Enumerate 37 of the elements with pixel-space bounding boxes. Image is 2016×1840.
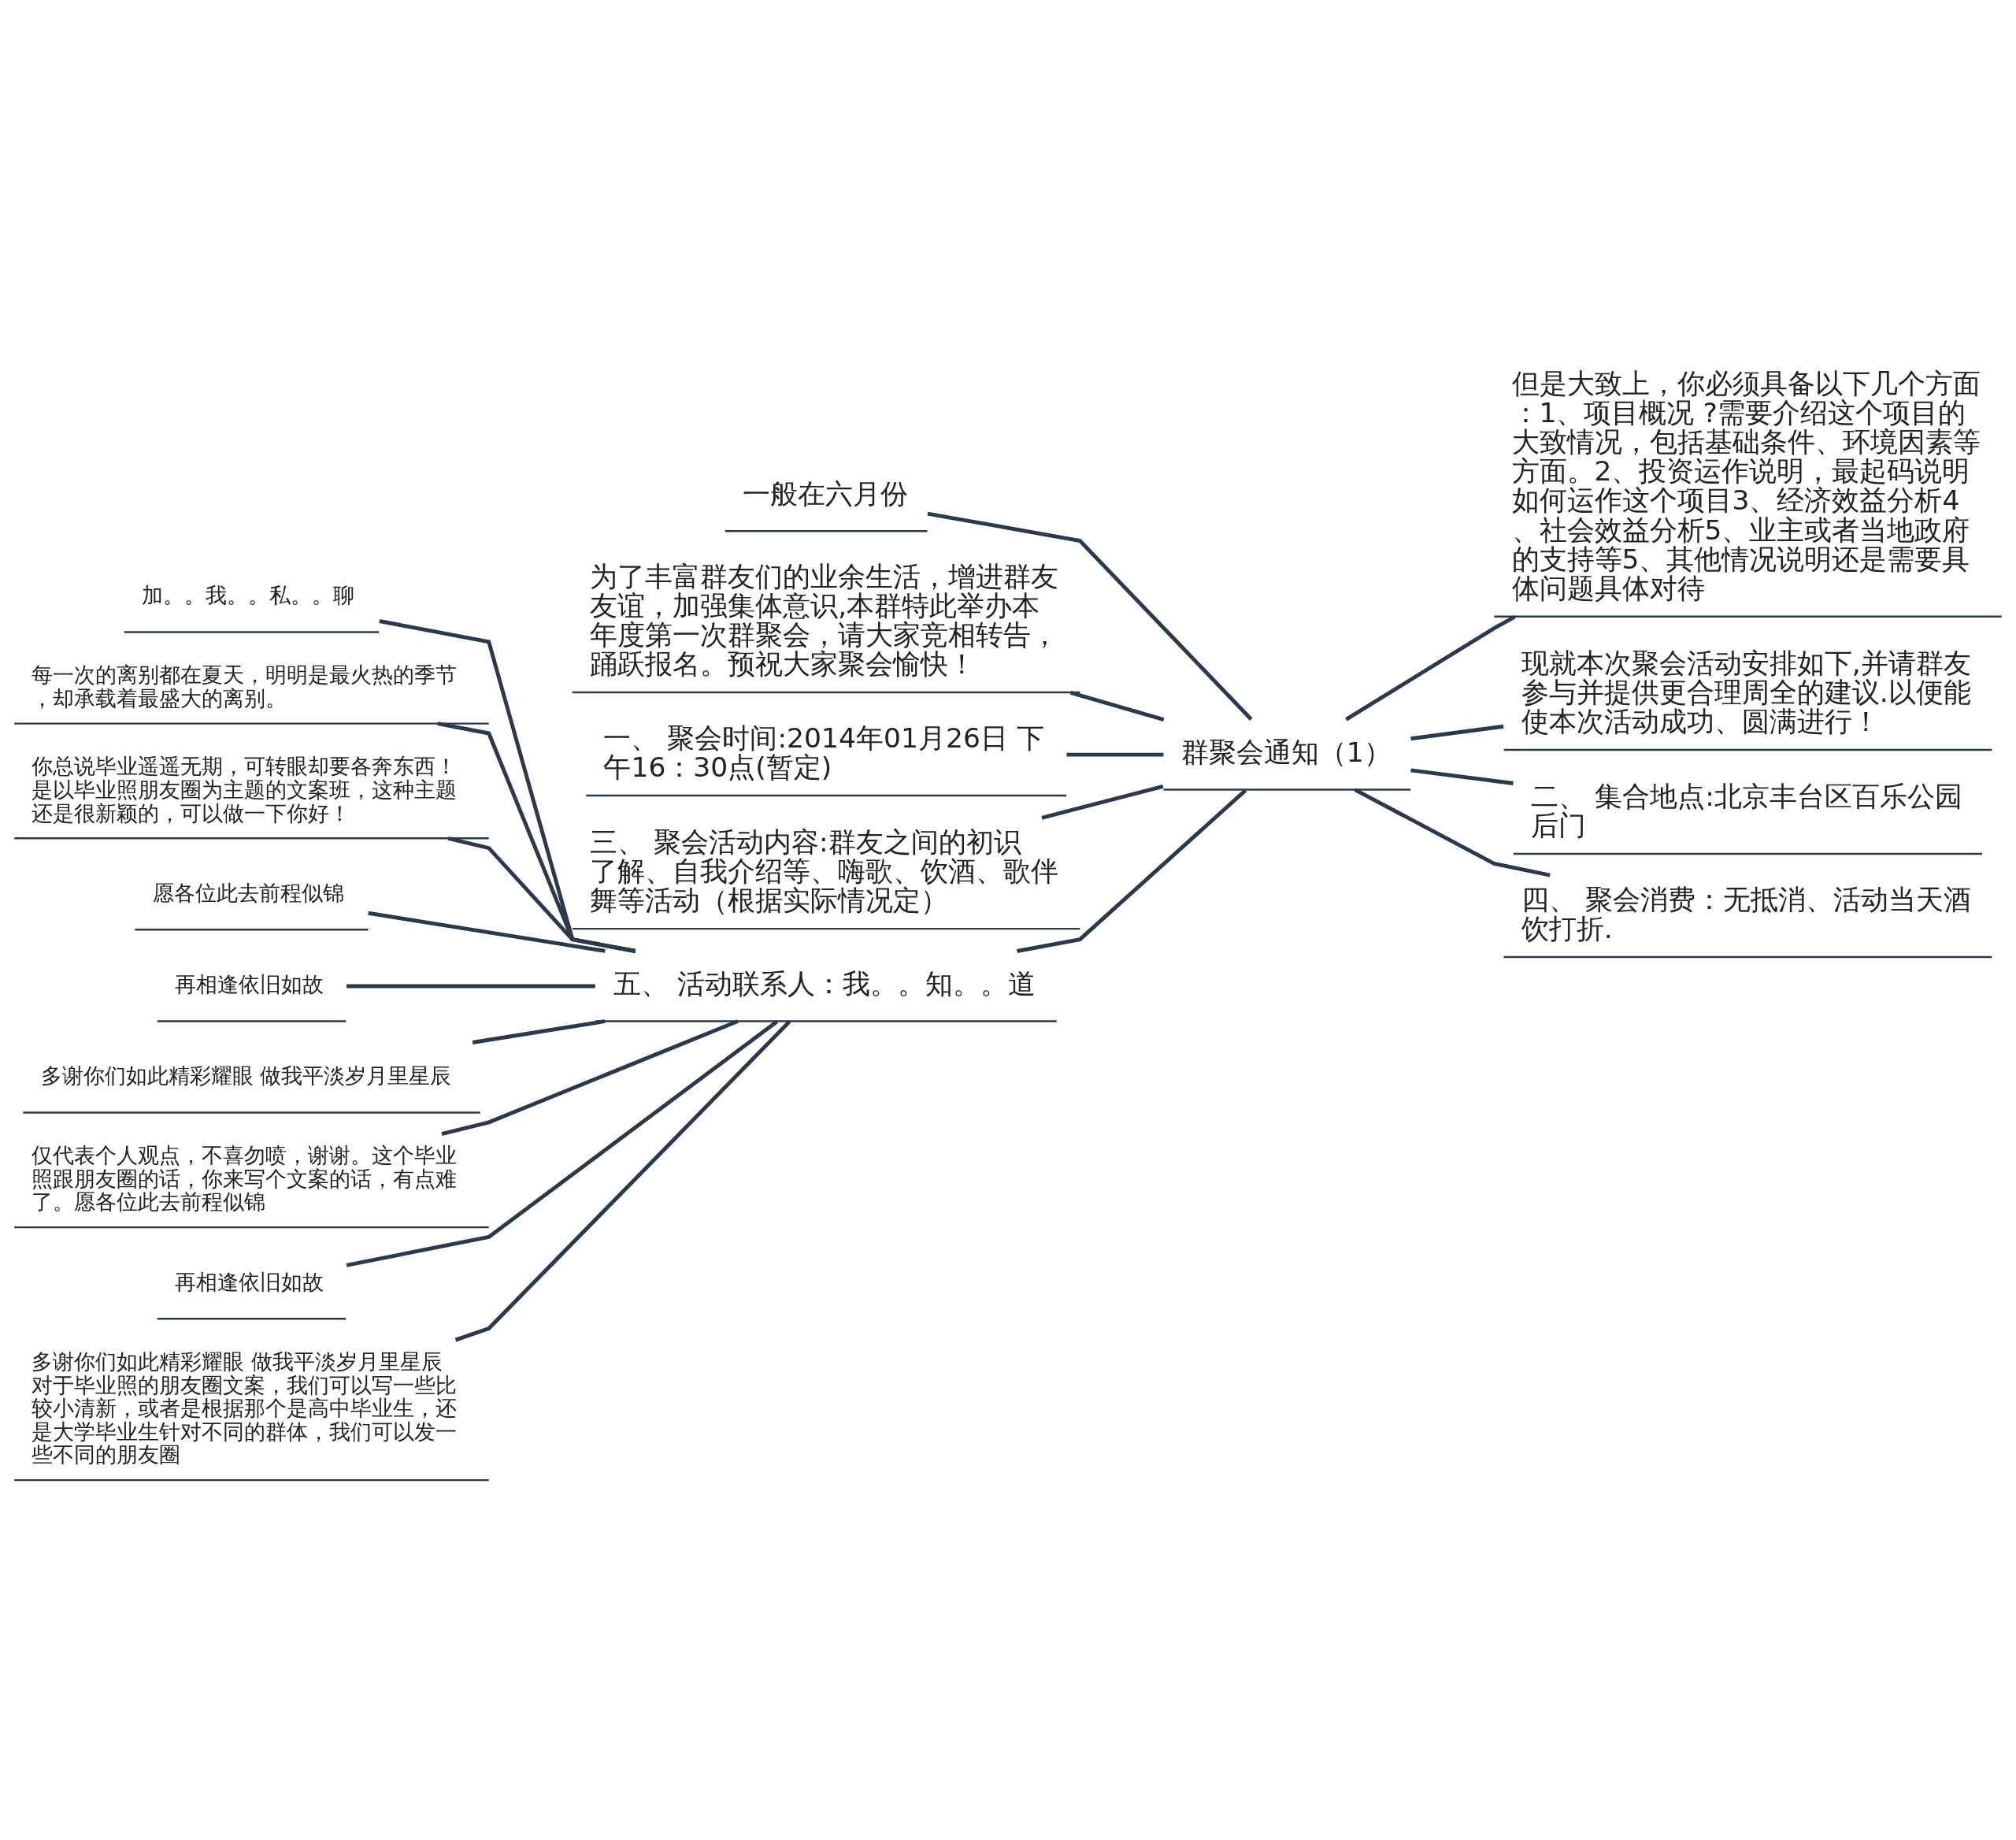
connector xyxy=(1041,784,1164,820)
node-text: 为了丰富群友们的业余生活，增进群友友谊，加强集体意识,本群特此举办本年度第一次群聚会，请大家竞相转告，踊跃报名。预祝大家聚会愉快！ xyxy=(590,560,1059,680)
node-text: 再相逢依旧如故 xyxy=(174,1269,324,1294)
node-text: 再相逢依旧如故 xyxy=(174,971,324,996)
node-text: 四、 聚会消费：无抵消、活动当天酒饮打折. xyxy=(1521,883,1971,944)
connector xyxy=(346,984,595,989)
connector xyxy=(441,1019,739,1136)
connector xyxy=(368,911,606,953)
connector xyxy=(1066,752,1164,757)
connector xyxy=(1354,788,1551,877)
node-text: 一般在六月份 xyxy=(742,477,908,510)
node-text: 仅代表个人观点，不喜勿喷，谢谢。这个毕业照跟朋友圈的话，你来写个文案的话，有点难了。愿各位此去前程似锦 xyxy=(32,1143,458,1215)
connector xyxy=(1410,724,1504,741)
node-text: 你总说毕业遥遥无期，可转眼却要各奔东西！是以毕业照朋友圈为主题的文案班，这种主题还是很新颖的，可以做一下你好！ xyxy=(32,754,458,825)
connector xyxy=(1017,788,1247,953)
connector xyxy=(447,836,636,953)
node-text: 一、 聚会时间:2014年01月26日 下午16：30点(暂定) xyxy=(603,722,1044,783)
connector xyxy=(472,1019,606,1044)
node-text: 愿各位此去前程似锦 xyxy=(152,880,344,905)
node-text: 但是大致上，你必须具备以下几个方面：1、项目概况 ?需要介绍这个项目的大致情况，包括基础条件、环境因素等方面。2、投资运作说明，最起码说明如何运作这个项目3、经济效益分析4、社会效益分析5、业主或者当地政府的支持等5、其他情况说明还是需要具体问题具体对待 xyxy=(1511,368,1981,604)
node-text: 加。。我。。私。。聊 xyxy=(141,583,354,608)
connector xyxy=(927,511,1253,721)
connector xyxy=(1069,690,1165,722)
node-text: 多谢你们如此精彩耀眼 做我平淡岁月里星辰对于毕业照的朋友圈文案，我们可以写一些比较小清新，或者是根据那个是高中毕业生，还是大学毕业生针对不同的群体，我们可以发一些不同的朋友圈 xyxy=(32,1348,458,1467)
node-text: 五、 活动联系人：我。。知。。道 xyxy=(613,968,1036,1000)
connector xyxy=(454,1020,791,1342)
connector xyxy=(379,619,636,953)
node-text: 现就本次聚会活动安排如下,并请群友参与并提供更合理周全的建议.以便能使本次活动成功、圆满进行！ xyxy=(1521,647,1971,737)
node-text: 多谢你们如此精彩耀眼 做我平淡岁月里星辰 xyxy=(40,1063,452,1088)
connector xyxy=(1410,768,1514,785)
connector xyxy=(346,1019,778,1267)
node-text: 群聚会通知（1） xyxy=(1180,736,1392,769)
connector xyxy=(437,722,636,953)
node-text: 每一次的离别都在夏天，明明是最火热的季节，却承载着最盛大的离别。 xyxy=(32,662,458,710)
connector xyxy=(1345,614,1516,722)
node-text: 二、 集合地点:北京丰台区百乐公园后门 xyxy=(1531,780,1962,841)
node-text: 三、 聚会活动内容:群友之间的初识了解、自我介绍等、嗨歌、饮酒、歌伴舞等活动（根据实际情况定） xyxy=(590,825,1059,916)
